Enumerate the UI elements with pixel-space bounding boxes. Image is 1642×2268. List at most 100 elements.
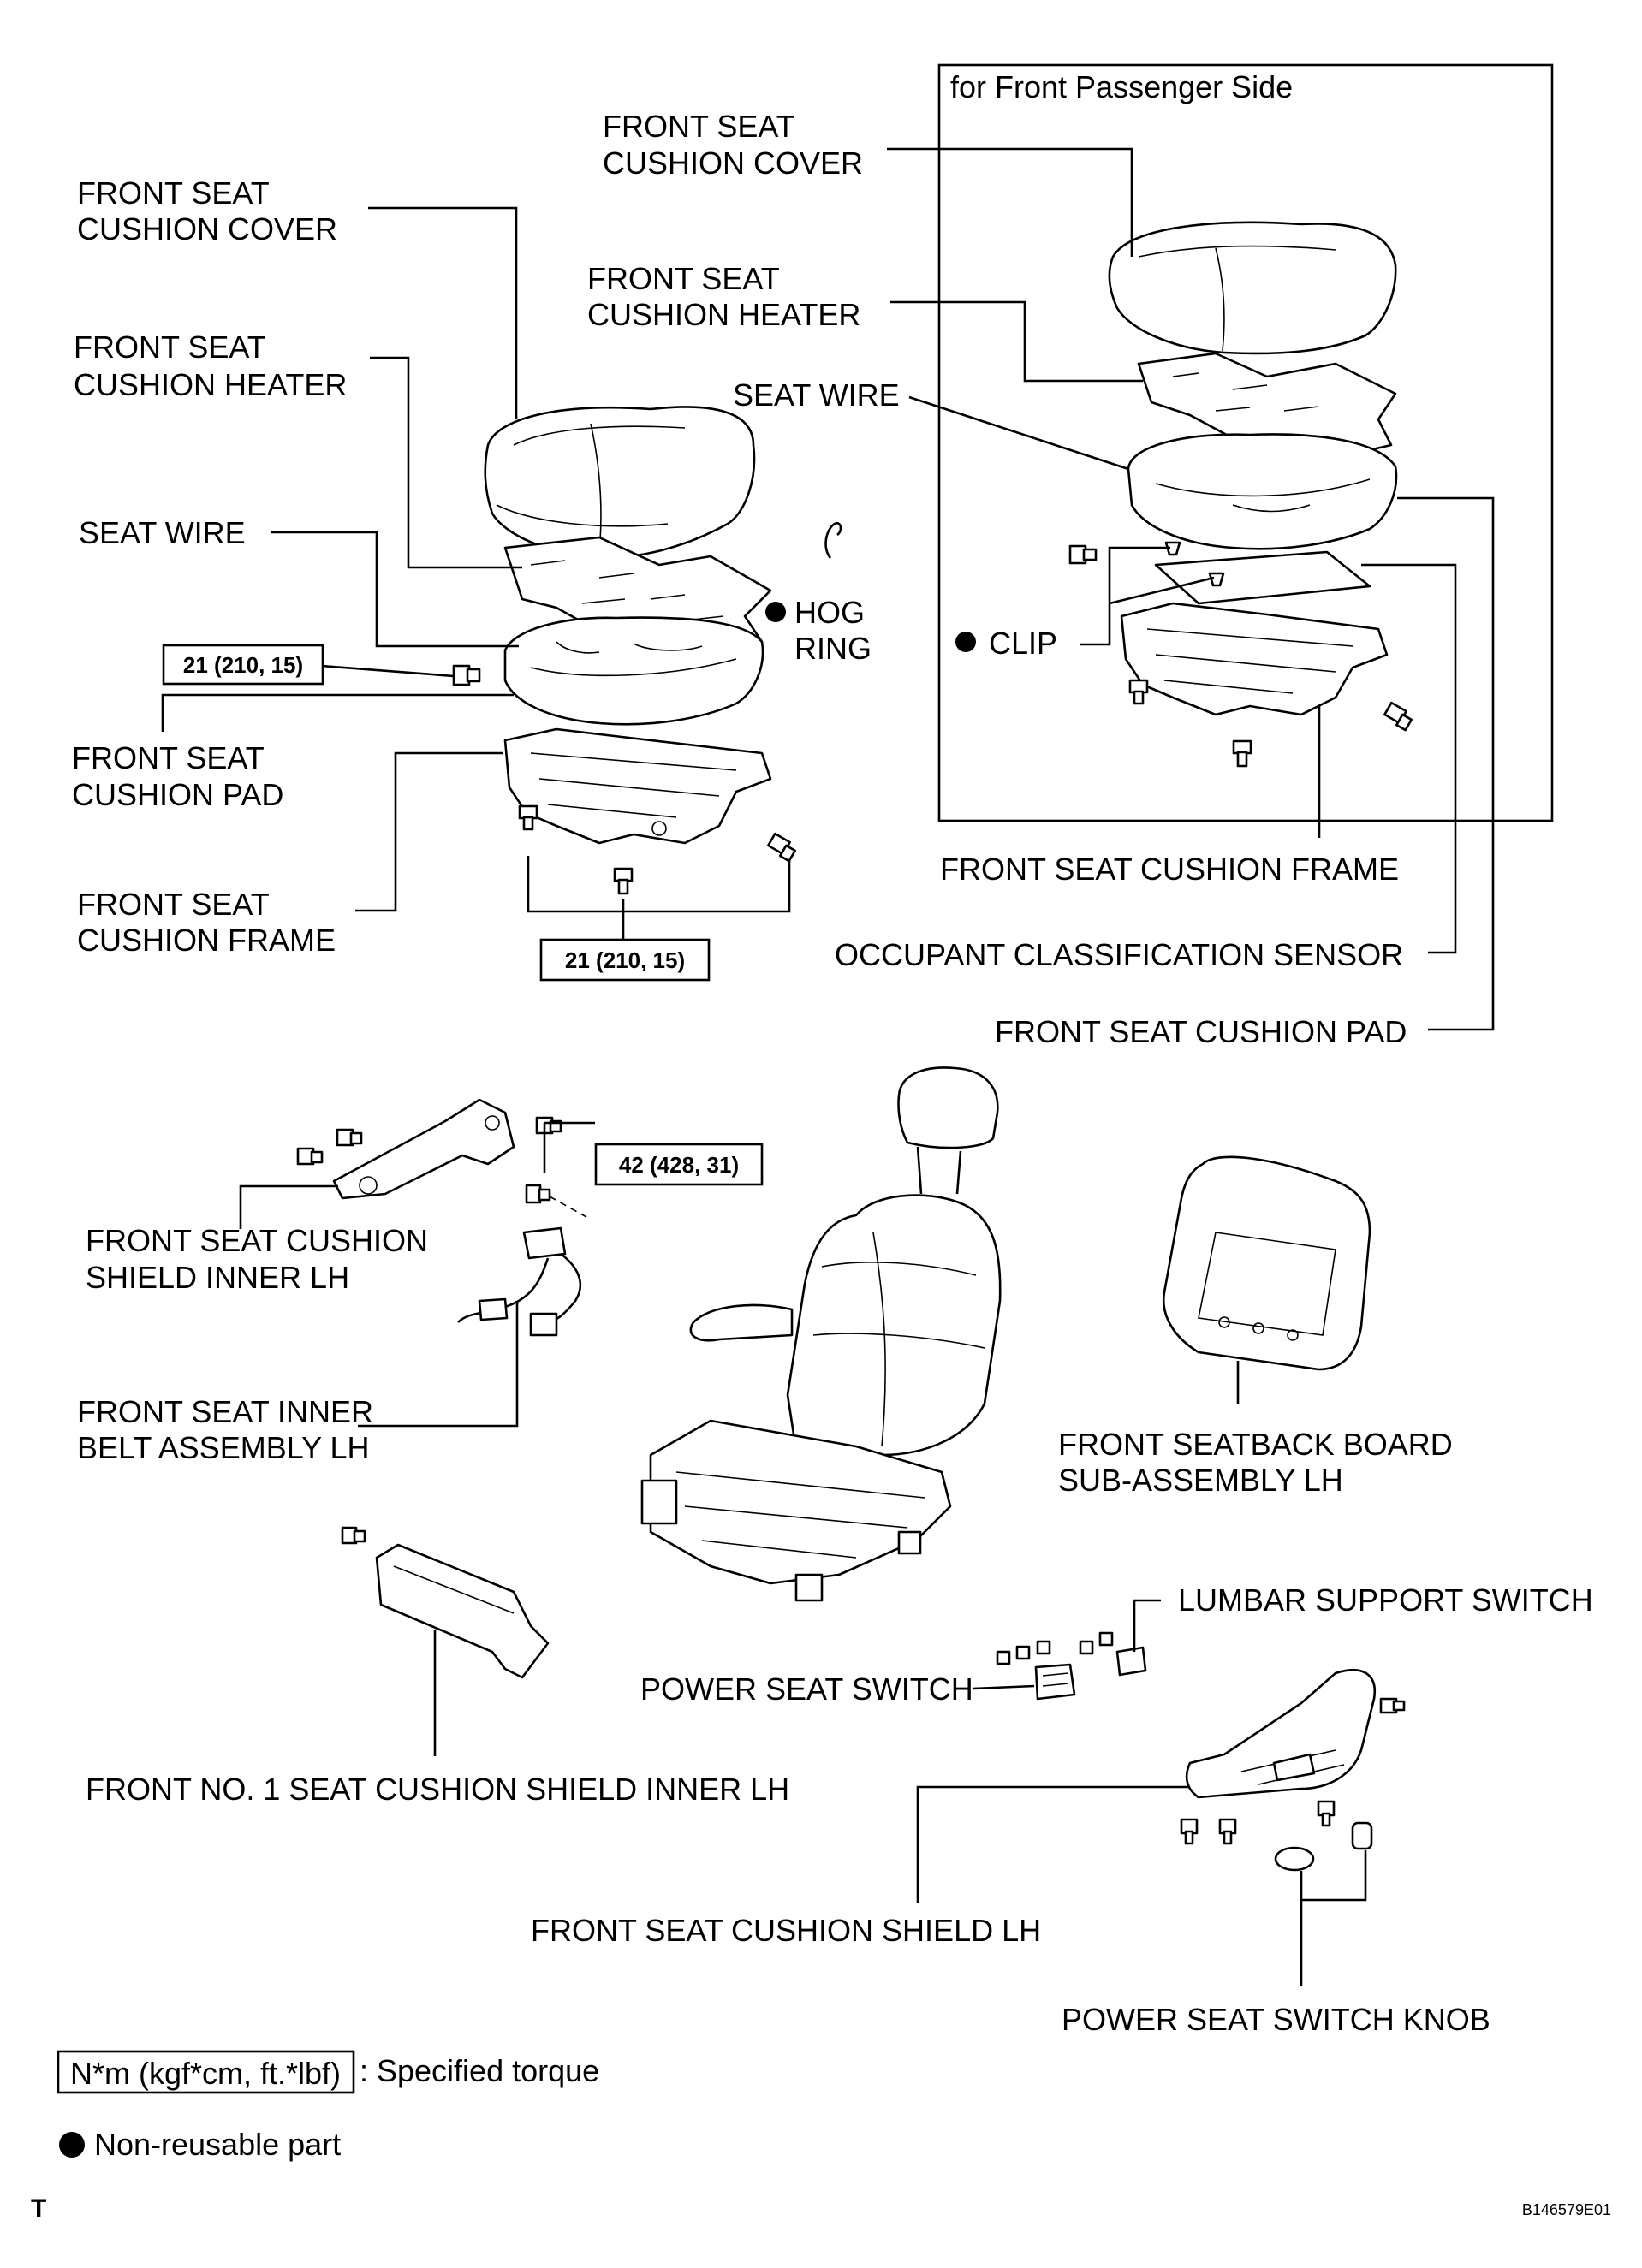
leader-line — [887, 147, 1133, 257]
legend-torque-box — [57, 2050, 355, 2094]
legend-torque-desc: : Specified torque — [360, 2053, 599, 2088]
bolt-icon — [1383, 701, 1413, 732]
bolt-icon — [1180, 1818, 1199, 1845]
p-cushion-heater-part — [1137, 352, 1397, 460]
torque-value: 21 (210, 15) — [183, 652, 303, 678]
label-shield-inner: FRONT SEAT CUSHION — [86, 1223, 428, 1258]
leader-line — [271, 531, 519, 648]
lumbar-switch-part — [1115, 1646, 1147, 1677]
bolt-icon — [525, 1184, 551, 1204]
nonreusable-legend-icon — [59, 2132, 85, 2158]
power-seat-switch-part — [1034, 1663, 1076, 1701]
cushion-cover-part — [484, 406, 756, 559]
p-occupant-sensor-part — [1154, 550, 1371, 605]
leader-line — [890, 300, 1143, 383]
label-hog-ring: HOG — [794, 595, 865, 630]
no1-shield-part — [375, 1543, 550, 1679]
leader-line — [321, 664, 455, 678]
label-p-cushion-pad: FRONT SEAT CUSHION PAD — [995, 1014, 1407, 1049]
leader-line — [973, 1684, 1035, 1690]
passenger-box-title: for Front Passenger Side — [950, 69, 1293, 104]
bolt-icon — [1068, 544, 1098, 565]
label-p-cushion-frame: FRONT SEAT CUSHION FRAME — [940, 852, 1399, 887]
bolt-icon — [1015, 1645, 1031, 1660]
switch-knob-icon — [1351, 1821, 1373, 1850]
bolt-icon — [1379, 1697, 1406, 1714]
bolt-icon — [767, 832, 796, 863]
bolt-icon — [613, 867, 634, 895]
leader-line — [1080, 546, 1170, 646]
torque-box — [162, 644, 324, 686]
leader-line — [916, 1785, 1190, 1903]
leader-line — [358, 1301, 519, 1428]
seatback-board-part — [1162, 1155, 1371, 1371]
bolt-icon — [1079, 1640, 1094, 1655]
figure-code: B146579E01 — [1522, 2201, 1611, 2218]
label-no1-shield: FRONT NO. 1 SEAT CUSHION SHIELD INNER LH — [86, 1772, 789, 1807]
bolt-icon — [535, 1116, 562, 1135]
leader-line — [239, 1184, 338, 1229]
seat-assembly-part — [640, 1194, 1002, 1602]
leader-line — [1361, 563, 1457, 954]
leader-line — [527, 856, 791, 913]
bolt-icon — [1232, 739, 1252, 768]
label-switch-knob: POWER SEAT SWITCH KNOB — [1062, 2002, 1490, 2037]
clip-icon — [1164, 541, 1225, 587]
torque-box — [539, 938, 711, 982]
label-p-cushion-heater: FRONT SEAT — [587, 261, 780, 296]
label-inner-belt: FRONT SEAT INNER — [77, 1394, 373, 1429]
leader-line — [1397, 496, 1495, 1031]
p-cushion-cover-part — [1108, 221, 1397, 355]
label-inner-belt: BELT ASSEMBLY LH — [77, 1430, 370, 1465]
bolt-icon — [296, 1147, 324, 1166]
label-cushion-frame: CUSHION FRAME — [77, 923, 336, 958]
bolt-icon — [1218, 1818, 1237, 1845]
bolt-icon — [452, 664, 481, 686]
legend-torque-unit: N*m (kgf*cm, ft.*lbf) — [70, 2056, 341, 2091]
hog-ring-icon — [824, 521, 842, 559]
shield-inner-part — [332, 1098, 515, 1200]
bolt-icon — [341, 1526, 366, 1545]
label-cushion-heater: CUSHION HEATER — [74, 367, 347, 402]
nonreusable-marker-icon — [765, 602, 786, 622]
bolt-icon — [336, 1128, 363, 1147]
cushion-shield-part — [1185, 1669, 1377, 1799]
leader-line — [1300, 1850, 1367, 1902]
label-cushion-frame: FRONT SEAT — [77, 887, 270, 922]
cushion-frame-part — [503, 727, 772, 845]
leader-line — [549, 1196, 587, 1218]
label-power-switch: POWER SEAT SWITCH — [640, 1671, 973, 1707]
label-cushion-pad: CUSHION PAD — [72, 777, 283, 812]
torque-box — [594, 1143, 764, 1186]
leader-line — [1133, 1599, 1161, 1652]
bolt-icon — [1098, 1631, 1114, 1647]
legend-nonreusable: Non-reusable part — [94, 2127, 341, 2162]
switch-knob-icon — [1274, 1846, 1315, 1872]
leader-line — [161, 693, 514, 732]
leader-line — [1109, 576, 1215, 605]
leader-line — [368, 206, 518, 419]
nonreusable-marker-icon — [955, 632, 976, 652]
label-lumbar-switch: LUMBAR SUPPORT SWITCH — [1178, 1582, 1593, 1618]
bolt-icon — [518, 804, 538, 831]
passenger-side-box — [937, 63, 1554, 822]
cushion-pad-part — [503, 616, 764, 726]
p-cushion-frame-part — [1120, 602, 1389, 716]
label-p-cushion-cover: CUSHION COVER — [603, 145, 863, 181]
leader-line — [908, 395, 1129, 471]
label-p-occupant-sensor: OCCUPANT CLASSIFICATION SENSOR — [835, 937, 1403, 972]
torque-value: 21 (210, 15) — [565, 947, 685, 973]
torque-value: 42 (428, 31) — [619, 1152, 739, 1178]
corner-mark: T — [31, 2194, 46, 2223]
label-p-cushion-heater: CUSHION HEATER — [587, 297, 860, 332]
leader-line — [370, 356, 522, 569]
label-cushion-pad: FRONT SEAT — [72, 740, 265, 775]
label-cushion-heater: FRONT SEAT — [74, 330, 266, 365]
label-p-cushion-cover: FRONT SEAT — [603, 109, 795, 144]
label-seatback-board: FRONT SEATBACK BOARD — [1058, 1427, 1453, 1462]
leader-line — [355, 751, 503, 912]
label-seatback-board: SUB-ASSEMBLY LH — [1058, 1463, 1343, 1498]
label-seat-wire: SEAT WIRE — [79, 515, 246, 550]
label-cushion-cover: CUSHION COVER — [77, 211, 337, 246]
